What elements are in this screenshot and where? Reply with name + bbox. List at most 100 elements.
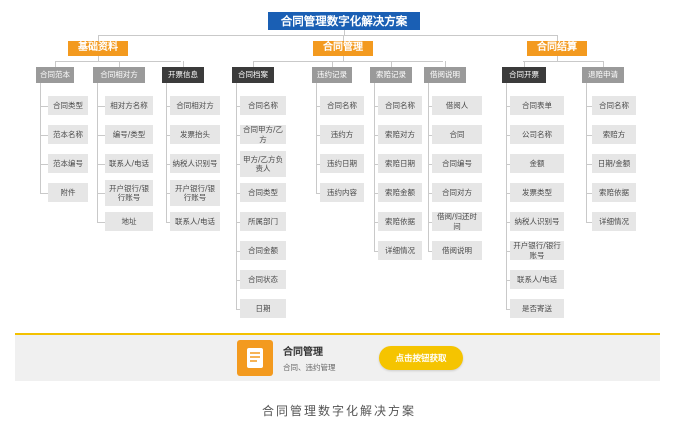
connector <box>97 83 98 222</box>
leaf-invoicing: 纳税人识别号 <box>510 212 564 231</box>
connector <box>166 105 170 107</box>
leaf-refund: 详细情况 <box>592 212 636 231</box>
connector <box>55 61 56 67</box>
leaf-refund: 合同名称 <box>592 96 636 115</box>
leaf-archive: 合同状态 <box>240 270 286 289</box>
connector <box>55 61 181 62</box>
connector <box>428 83 429 251</box>
leaf-claim: 索赔金额 <box>378 183 422 202</box>
banner-subtitle: 合同、违约管理 <box>283 363 336 372</box>
leaf-claim: 详细情况 <box>378 241 422 260</box>
section-archive: 合同档案 <box>232 67 274 83</box>
connector <box>236 83 237 309</box>
get-button[interactable]: 点击按钮获取 <box>379 346 463 370</box>
leaf-borrow: 合同对方 <box>432 183 482 202</box>
connector <box>236 250 240 252</box>
leaf-borrow: 借阅/归还时间 <box>432 212 482 231</box>
leaf-invoice_info: 开户银行/银行账号 <box>170 180 220 206</box>
leaf-borrow: 合同编号 <box>432 154 482 173</box>
connector <box>236 279 240 281</box>
connector <box>586 83 587 222</box>
connector <box>166 163 170 165</box>
leaf-archive: 合同名称 <box>240 96 286 115</box>
leaf-claim: 索赔日期 <box>378 154 422 173</box>
connector <box>374 221 378 223</box>
section-invoice_info: 开票信息 <box>162 67 204 83</box>
connector <box>428 134 432 136</box>
category-basic: 基础资料 <box>68 41 128 56</box>
connector <box>316 134 320 136</box>
connector <box>557 35 558 41</box>
leaf-archive: 甲方/乙方负责人 <box>240 151 286 177</box>
connector <box>506 308 510 310</box>
connector <box>506 83 507 309</box>
leaf-template: 范本名称 <box>48 125 88 144</box>
connector <box>344 30 345 36</box>
connector <box>428 163 432 165</box>
connector <box>524 61 525 67</box>
connector <box>97 163 105 165</box>
leaf-refund: 索赔依据 <box>592 183 636 202</box>
category-manage: 合同管理 <box>313 41 373 56</box>
connector <box>586 221 592 223</box>
section-template: 合同范本 <box>36 67 74 83</box>
leaf-breach: 违约内容 <box>320 183 364 202</box>
connector <box>586 134 592 136</box>
leaf-template: 附件 <box>48 183 88 202</box>
leaf-invoicing: 是否寄送 <box>510 299 564 318</box>
leaf-invoice_info: 发票抬头 <box>170 125 220 144</box>
section-breach: 违约记录 <box>312 67 352 83</box>
leaf-template: 范本编号 <box>48 154 88 173</box>
leaf-invoicing: 发票类型 <box>510 183 564 202</box>
connector <box>506 163 510 165</box>
leaf-refund: 日期/金额 <box>592 154 636 173</box>
section-refund: 退赔申请 <box>582 67 624 83</box>
connector <box>166 134 170 136</box>
connector <box>374 83 375 251</box>
leaf-invoicing: 联系人/电话 <box>510 270 564 289</box>
figure-caption: 合同管理数字化解决方案 <box>261 404 416 418</box>
leaf-archive: 日期 <box>240 299 286 318</box>
connector <box>316 83 317 193</box>
connector <box>506 221 510 223</box>
connector <box>97 134 105 136</box>
connector <box>98 56 99 61</box>
connector <box>428 221 432 223</box>
connector <box>391 61 392 67</box>
connector <box>428 105 432 107</box>
leaf-refund: 索赔方 <box>592 125 636 144</box>
connector <box>586 192 592 194</box>
leaf-claim: 合同名称 <box>378 96 422 115</box>
connector <box>343 56 344 61</box>
connector <box>343 35 344 41</box>
connector <box>97 221 105 223</box>
banner-title: 合同管理 <box>283 347 323 358</box>
connector <box>98 35 557 36</box>
connector <box>236 221 240 223</box>
connector <box>586 105 592 107</box>
leaf-counterparty: 相对方名称 <box>105 96 153 115</box>
connector <box>97 193 105 194</box>
leaf-invoicing: 金额 <box>510 154 564 173</box>
connector <box>586 163 592 165</box>
connector <box>506 279 510 281</box>
connector <box>236 192 240 194</box>
leaf-claim: 索赔依据 <box>378 212 422 231</box>
connector <box>166 221 170 223</box>
leaf-archive: 合同类型 <box>240 183 286 202</box>
leaf-claim: 索赔对方 <box>378 125 422 144</box>
connector <box>183 61 184 67</box>
leaf-invoicing: 公司名称 <box>510 125 564 144</box>
leaf-invoice_info: 纳税人识别号 <box>170 154 220 173</box>
connector <box>236 105 240 107</box>
promo-banner: 合同管理 合同、违约管理 点击按钮获取 <box>15 333 660 381</box>
connector <box>332 61 333 67</box>
leaf-breach: 合同名称 <box>320 96 364 115</box>
connector <box>40 134 48 136</box>
connector <box>316 105 320 107</box>
diagram-title: 合同管理数字化解决方案 <box>268 12 420 30</box>
leaf-counterparty: 地址 <box>105 212 153 231</box>
connector <box>40 105 48 107</box>
leaf-counterparty: 编号/类型 <box>105 125 153 144</box>
section-invoicing: 合同开票 <box>502 67 546 83</box>
